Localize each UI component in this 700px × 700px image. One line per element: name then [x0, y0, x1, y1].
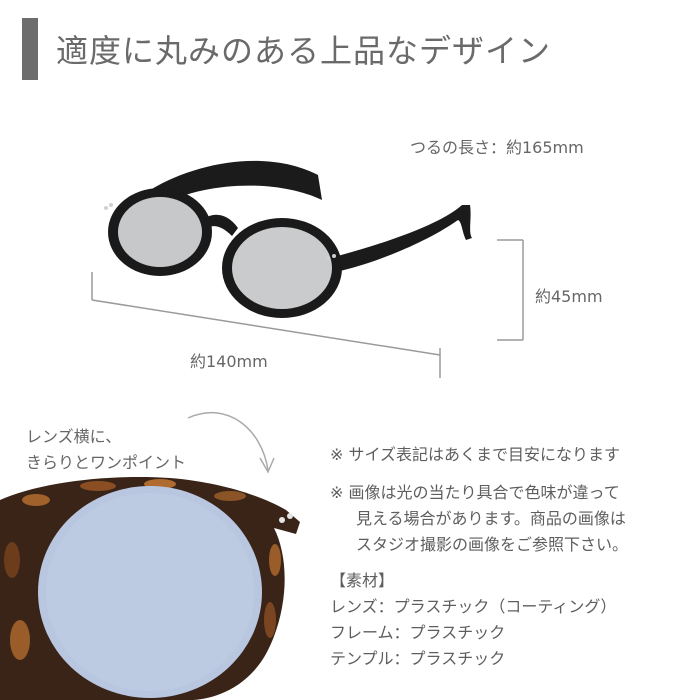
page-heading: 適度に丸みのある上品なデザイン — [56, 32, 552, 70]
materials-title: 【素材】 — [330, 571, 395, 590]
material-frame: フレーム：プラスチック — [330, 623, 506, 642]
materials-block: 【素材】 レンズ：プラスチック（コーティング） フレーム：プラスチック テンプル… — [330, 568, 616, 672]
note-image-2: 見える場合があります。商品の画像は — [356, 509, 626, 528]
height-label: 約45mm — [535, 287, 603, 306]
material-temple: テンプル：プラスチック — [330, 649, 506, 668]
heading-accent-bar — [22, 18, 38, 80]
width-label: 約140mm — [190, 352, 268, 371]
note-size: ※ サイズ表記はあくまで目安になります — [330, 445, 621, 464]
material-lens: レンズ：プラスチック（コーティング） — [330, 597, 617, 616]
callout-line-1: レンズ横に、 — [26, 427, 122, 446]
notes-block: ※ サイズ表記はあくまで目安になります ※ 画像は光の当たり具合で色味が違って … — [330, 442, 628, 558]
note-image-3: スタジオ撮影の画像をご参照下さい。 — [356, 535, 629, 554]
temple-length-label: つるの長さ：約165mm — [410, 138, 584, 157]
note-image-1: ※ 画像は光の当たり具合で色味が違って — [330, 483, 620, 502]
callout-arrow-head — [259, 457, 275, 474]
tortoise-glasses-closeup-image — [0, 476, 300, 700]
callout-line-2: きらりとワンポイント — [26, 453, 187, 472]
black-glasses-image — [104, 160, 472, 318]
callout-arrow — [187, 412, 269, 471]
height-dimension-line — [497, 239, 524, 341]
callout-text: レンズ横に、 きらりとワンポイント — [26, 424, 186, 476]
width-dimension-line — [91, 272, 441, 378]
